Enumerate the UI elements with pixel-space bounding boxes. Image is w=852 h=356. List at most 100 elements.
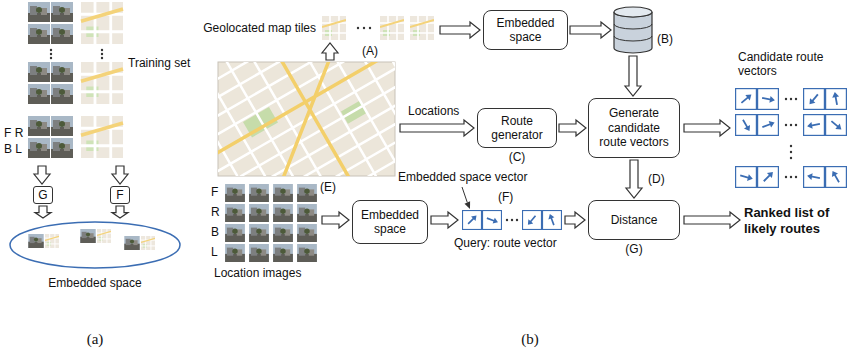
text-label: B bbox=[211, 225, 219, 239]
street-photo bbox=[28, 234, 43, 248]
vector-arrow bbox=[806, 172, 820, 181]
process-box: Route generator(C) bbox=[477, 108, 557, 148]
text-label: (E) bbox=[320, 180, 336, 194]
leader-head bbox=[465, 201, 471, 209]
street-photo bbox=[28, 138, 50, 158]
text-label: Embedded space vector bbox=[398, 170, 527, 184]
database-cylinder: (B) bbox=[613, 6, 653, 54]
node-text: Distance bbox=[611, 213, 658, 227]
text-label: (A) bbox=[362, 44, 378, 58]
flow-arrow bbox=[559, 120, 586, 136]
vector-box bbox=[804, 89, 825, 110]
ellipsis-dot bbox=[790, 176, 792, 178]
map-tile bbox=[380, 16, 404, 40]
vector-box bbox=[736, 115, 757, 136]
vector-box bbox=[523, 211, 542, 230]
vector-box bbox=[826, 89, 847, 110]
street-photo bbox=[249, 244, 269, 262]
ellipsis-dot bbox=[101, 53, 103, 55]
text-label: L bbox=[211, 245, 218, 259]
vector-box bbox=[543, 211, 562, 230]
vector-box bbox=[758, 89, 779, 110]
text-label: Locations bbox=[408, 104, 459, 118]
map-tile bbox=[410, 16, 434, 40]
ellipsis-dot bbox=[795, 124, 797, 126]
node-text: G bbox=[38, 188, 47, 202]
flow-arrow bbox=[112, 206, 128, 218]
street-photo bbox=[51, 62, 73, 82]
street-photo bbox=[51, 24, 73, 44]
street-photo bbox=[225, 244, 245, 262]
block-arrow bbox=[684, 212, 740, 228]
street-photo bbox=[28, 62, 50, 82]
vector-arrow bbox=[831, 91, 840, 105]
block-arrow bbox=[400, 120, 474, 136]
ellipsis-dot bbox=[50, 49, 52, 51]
node-text: (G) bbox=[589, 242, 679, 256]
vector-box bbox=[736, 167, 757, 188]
text-label: Candidate route vectors bbox=[738, 50, 848, 79]
node-text: Embedded space bbox=[358, 208, 422, 237]
ellipsis-dot bbox=[795, 98, 797, 100]
node-text: (C) bbox=[478, 150, 556, 164]
street-photo bbox=[51, 138, 73, 158]
vector-arrow bbox=[829, 118, 843, 132]
vector-box bbox=[463, 211, 482, 230]
street-photo bbox=[273, 184, 293, 202]
ellipsis-dot bbox=[101, 49, 103, 51]
block-arrow bbox=[322, 212, 349, 228]
map-tile bbox=[97, 229, 111, 243]
map-tile bbox=[322, 16, 346, 40]
encoder-box: G bbox=[33, 186, 53, 204]
map-tile bbox=[45, 234, 59, 248]
block-arrow bbox=[565, 212, 585, 228]
vector-box bbox=[826, 115, 847, 136]
street-photo bbox=[249, 224, 269, 242]
flow-arrow bbox=[625, 56, 641, 96]
map-street bbox=[218, 62, 395, 176]
block-arrow bbox=[684, 120, 730, 136]
leader-line bbox=[462, 187, 467, 203]
ellipsis-dot bbox=[516, 219, 518, 221]
database-ring bbox=[614, 24, 652, 41]
vector-arrow bbox=[739, 172, 753, 182]
street-photo bbox=[249, 204, 269, 222]
vector-box bbox=[804, 115, 825, 136]
ellipse-shape bbox=[10, 222, 180, 268]
text-label: (a) bbox=[80, 330, 110, 348]
text-label: (F) bbox=[498, 190, 513, 204]
map-avenue bbox=[218, 62, 395, 176]
vector-arrow bbox=[740, 118, 753, 133]
block-arrow bbox=[322, 43, 338, 60]
street-photo bbox=[124, 236, 139, 250]
node-text: F bbox=[116, 188, 123, 202]
ellipsis-dot bbox=[785, 176, 787, 178]
flow-arrow bbox=[35, 206, 51, 218]
vector-arrow bbox=[761, 95, 775, 104]
vector-arrow bbox=[486, 215, 499, 225]
text-label: Location images bbox=[214, 266, 301, 280]
street-photo bbox=[273, 244, 293, 262]
flow-arrow bbox=[570, 22, 611, 38]
street-photo bbox=[80, 229, 95, 243]
vector-box bbox=[758, 167, 779, 188]
street-photo bbox=[225, 224, 245, 242]
text-label: (D) bbox=[648, 172, 665, 186]
text-label: Ranked list of likely routes bbox=[744, 205, 848, 236]
node-text: Route generator bbox=[483, 114, 551, 143]
street-photo bbox=[297, 184, 317, 202]
text-label: F bbox=[211, 185, 218, 199]
map-tile bbox=[141, 236, 155, 250]
vector-box bbox=[758, 115, 779, 136]
street-photo bbox=[28, 24, 50, 44]
ellipsis-dot bbox=[785, 98, 787, 100]
database-body bbox=[614, 12, 652, 53]
street-photo bbox=[273, 224, 293, 242]
map-tile bbox=[81, 116, 123, 158]
ellipsis-dot bbox=[790, 151, 792, 153]
ellipsis-dot bbox=[790, 124, 792, 126]
vector-arrow bbox=[466, 213, 479, 226]
embedding-ellipse: Embedded space bbox=[8, 220, 182, 292]
database-top bbox=[614, 7, 652, 17]
street-photo bbox=[51, 2, 73, 22]
